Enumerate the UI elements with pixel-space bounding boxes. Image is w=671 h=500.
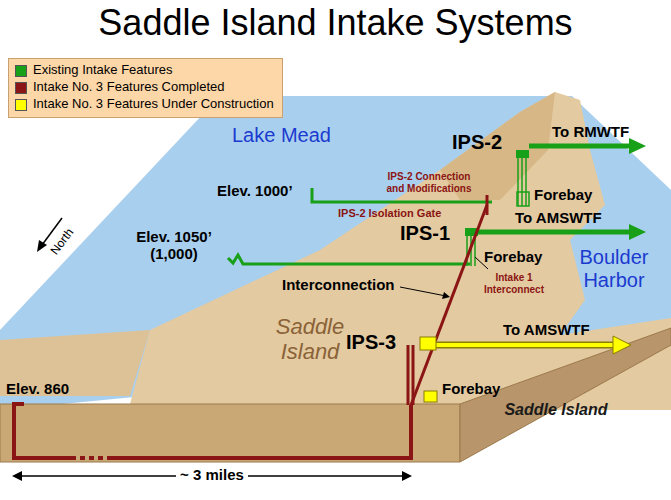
legend-row: Intake No. 3 Features Completed bbox=[15, 79, 274, 96]
feature-note: Intake 1 Interconnect bbox=[478, 272, 550, 295]
arrow-outline bbox=[436, 342, 614, 349]
flow-destination: To AMSWTF bbox=[503, 321, 590, 338]
forebay bbox=[424, 391, 437, 402]
elevation-label: Elev. 860 bbox=[6, 380, 69, 397]
flow-arrow bbox=[436, 343, 614, 347]
legend-swatch bbox=[15, 82, 27, 94]
dimension-label: ~ 3 miles bbox=[176, 466, 248, 483]
feature-note: IPS-2 Isolation Gate bbox=[338, 207, 441, 220]
flow-destination: To RMWTF bbox=[552, 123, 629, 140]
ground-front-face bbox=[0, 404, 460, 462]
arrow-head bbox=[613, 336, 631, 354]
intake-tunnel bbox=[14, 404, 72, 458]
ips3-shafts bbox=[408, 345, 413, 405]
diagram-title: Saddle Island Intake Systems bbox=[0, 2, 671, 43]
arrow-head bbox=[37, 240, 47, 252]
arrow-head bbox=[402, 471, 412, 481]
intake-pipe bbox=[228, 255, 470, 264]
region-name: Saddle Island bbox=[500, 401, 612, 419]
intake-tunnel bbox=[112, 405, 411, 458]
forebay bbox=[517, 192, 529, 206]
legend-text: Existing Intake Features bbox=[33, 63, 172, 78]
forebay-label: Forebay bbox=[534, 186, 592, 203]
station-name: IPS-2 bbox=[452, 131, 502, 154]
north-label: North bbox=[49, 226, 78, 258]
legend-box: Existing Intake FeaturesIntake No. 3 Fea… bbox=[8, 58, 283, 118]
legend-row: Intake No. 3 Features Under Construction bbox=[15, 96, 274, 113]
pump-shafts bbox=[518, 158, 526, 206]
tunnel-break bbox=[72, 456, 112, 460]
station-name: IPS-1 bbox=[400, 222, 450, 245]
station-name: IPS-3 bbox=[346, 331, 396, 354]
elevation-label: Elev. 1050’ (1,000) bbox=[126, 228, 222, 263]
arrow-head bbox=[12, 471, 22, 481]
pump-station bbox=[420, 337, 436, 350]
forebay-label: Forebay bbox=[484, 248, 542, 265]
flow-destination: To AMSWTF bbox=[515, 209, 602, 226]
legend-row: Existing Intake Features bbox=[15, 62, 274, 79]
forebay-label: Forebay bbox=[442, 380, 500, 397]
feature-label: Interconnection bbox=[282, 276, 395, 293]
legend-text: Intake No. 3 Features Completed bbox=[33, 80, 225, 95]
leader-line bbox=[400, 287, 446, 296]
region-name: Boulder Harbor bbox=[562, 246, 666, 292]
feature-note: IPS-2 Connection and Modifications bbox=[378, 171, 480, 194]
flow-arrow bbox=[478, 230, 630, 235]
arrow-head bbox=[629, 224, 646, 240]
arrow-head bbox=[629, 138, 646, 154]
legend-swatch bbox=[15, 65, 27, 77]
arrow-head bbox=[442, 292, 450, 299]
legend-text: Intake No. 3 Features Under Construction bbox=[33, 97, 274, 112]
pump-station bbox=[516, 150, 529, 158]
region-name: Lake Mead bbox=[232, 124, 331, 147]
flow-arrow bbox=[529, 144, 630, 149]
elevation-label: Elev. 1000’ bbox=[217, 182, 293, 199]
legend-swatch bbox=[15, 99, 27, 111]
